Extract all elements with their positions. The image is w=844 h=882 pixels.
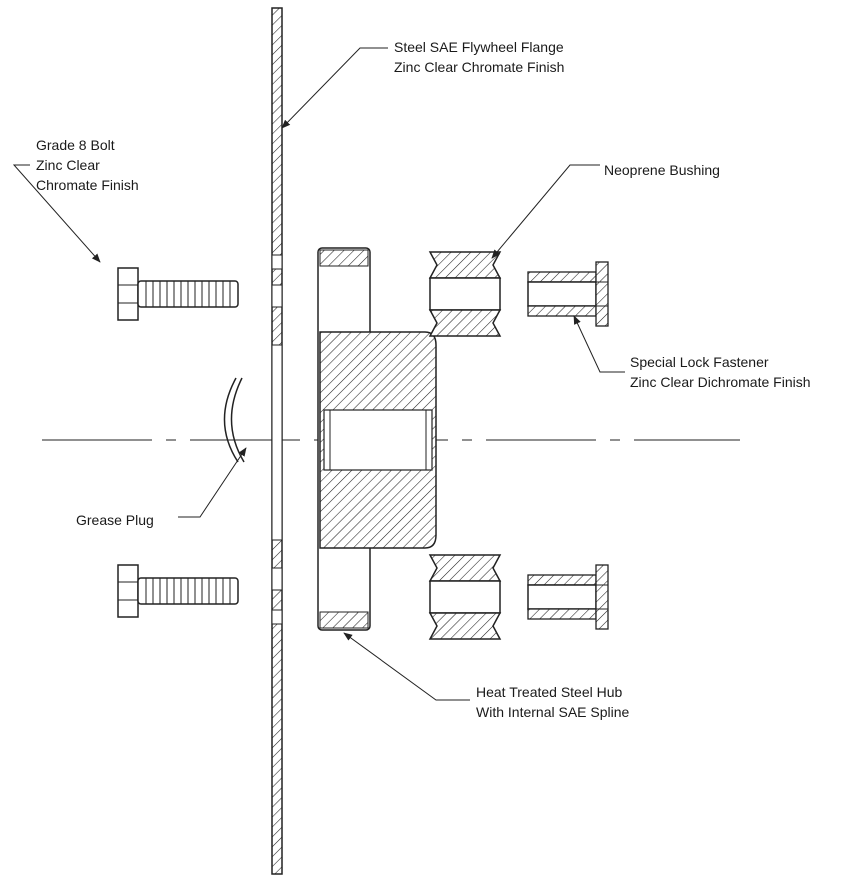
grease-plug (223, 377, 245, 463)
lock-fastener-top (527, 261, 609, 327)
label-hub-line-1: Heat Treated Steel Hub (476, 684, 623, 700)
label-bushing-line-1: Neoprene Bushing (604, 162, 720, 178)
flywheel-flange (271, 7, 283, 875)
lock-fastener-bottom (527, 564, 609, 630)
leader-lines (12, 47, 625, 701)
bushing-bottom (428, 554, 502, 640)
label-fastener: Special Lock Fastener Zinc Clear Dichrom… (630, 354, 811, 390)
label-bolt: Grade 8 Bolt Zinc Clear Chromate Finish (36, 137, 139, 193)
label-bolt-line-2: Zinc Clear (36, 157, 100, 173)
label-grease-plug-line-1: Grease Plug (76, 512, 154, 528)
label-bolt-line-1: Grade 8 Bolt (36, 137, 115, 153)
label-flange-line-1: Steel SAE Flywheel Flange (394, 39, 564, 55)
hub (317, 247, 437, 631)
bolt-top (117, 267, 239, 321)
label-fastener-line-2: Zinc Clear Dichromate Finish (630, 374, 811, 390)
label-flange-line-2: Zinc Clear Chromate Finish (394, 59, 564, 75)
label-bolt-line-3: Chromate Finish (36, 177, 139, 193)
label-bushing: Neoprene Bushing (604, 162, 720, 178)
bushing-top (428, 251, 502, 337)
label-grease-plug: Grease Plug (76, 512, 154, 528)
label-hub: Heat Treated Steel Hub With Internal SAE… (476, 684, 630, 720)
label-hub-line-2: With Internal SAE Spline (476, 704, 630, 720)
label-fastener-line-1: Special Lock Fastener (630, 354, 769, 370)
label-flange: Steel SAE Flywheel Flange Zinc Clear Chr… (394, 39, 564, 75)
bolt-bottom (117, 564, 239, 618)
